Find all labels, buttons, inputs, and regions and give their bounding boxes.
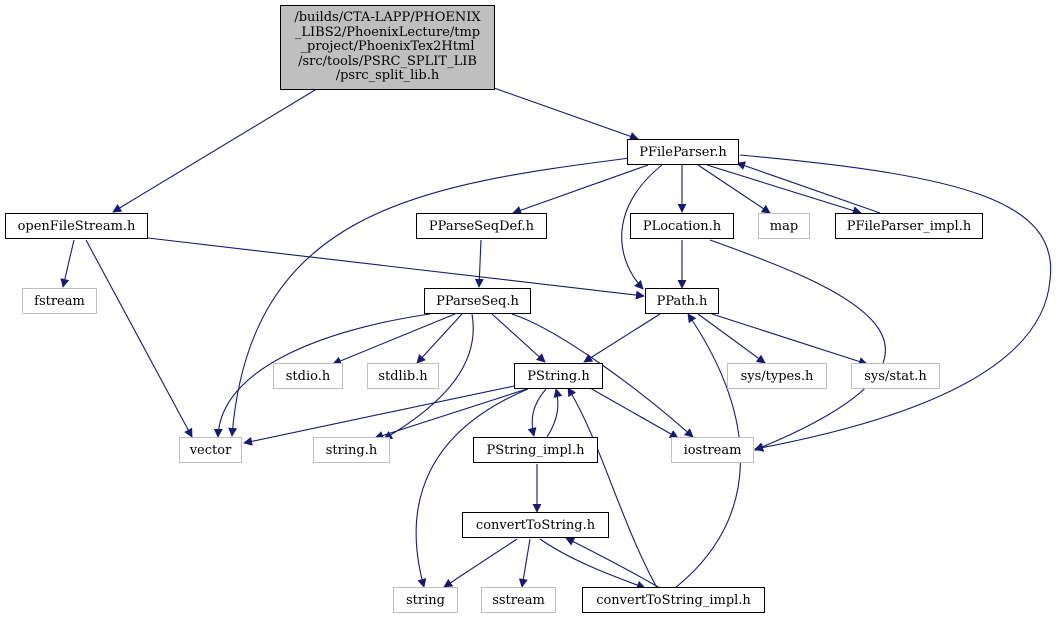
edge-pparseseq-to-pstring (491, 313, 546, 363)
edge-openfilestream-to-ppath (147, 237, 645, 300)
node-plocation[interactable]: PLocation.h (630, 213, 734, 239)
edge-pstring-to-iostream (589, 387, 679, 439)
edge-pstring-impl-to-pstring (546, 388, 563, 438)
edge-converttostring-to-converttostring-impl (539, 538, 646, 590)
edge-pfileparser-to-map (697, 164, 771, 214)
edge-converttostring-to-string (443, 538, 518, 588)
node-iostream: iostream (671, 437, 754, 463)
node-sstream: sstream (481, 587, 556, 613)
node-openfilestream[interactable]: openFileStream.h (5, 213, 148, 239)
edge-pparseseq-to-stdio (332, 313, 456, 366)
edge-pfileparser-to-vector (228, 157, 631, 437)
edge-pfileparser-to-pfileparser-impl (706, 164, 862, 215)
node-fstream: fstream (22, 288, 97, 314)
edge-root-to-pfileparser (493, 87, 639, 141)
edge-pparseseq-to-stdlib (416, 313, 463, 364)
edge-pfileparser-to-ppath (621, 164, 663, 290)
node-string-h: string.h (313, 437, 390, 463)
edge-pstring-to-vector (243, 385, 515, 446)
node-pstring[interactable]: PString.h (514, 363, 603, 389)
edge-pparseseq-to-stringh (383, 313, 474, 440)
edge-pparseseq-to-vector (213, 313, 431, 438)
edge-pfileparser-impl-to-pfileparser (736, 161, 881, 214)
node-sysstat: sys/stat.h (851, 363, 940, 389)
node-map: map (758, 213, 810, 239)
edge-pstring-to-string (415, 388, 529, 588)
edge-pstring-to-pstring-impl (527, 388, 547, 437)
node-stdio: stdio.h (273, 363, 343, 389)
edge-ppath-to-pstring (583, 313, 661, 363)
node-pfileparser-impl[interactable]: PFileParser_impl.h (835, 213, 983, 239)
edge-pstring-to-stringh (374, 387, 531, 440)
node-pstring-impl[interactable]: PString_impl.h (473, 437, 598, 463)
edge-openfilestream-to-fstream (60, 239, 75, 288)
node-converttostring[interactable]: convertToString.h (462, 512, 609, 538)
node-stdlib: stdlib.h (367, 363, 439, 389)
edge-converttostring-to-sstream (518, 538, 531, 588)
node-pparseseqdef[interactable]: PParseSeqDef.h (416, 213, 547, 239)
edge-plocation-to-iostream (709, 239, 886, 452)
edge-converttostring-impl-to-converttostring (565, 537, 661, 589)
node-pparseseq[interactable]: PParseSeq.h (424, 288, 531, 314)
node-string: string (393, 587, 458, 613)
edge-pparseseqdef-to-pparseseq (474, 239, 484, 288)
edge-converttostring-impl-to-ppath (674, 313, 742, 589)
node-vector: vector (179, 437, 242, 463)
node-converttostring-impl[interactable]: convertToString_impl.h (582, 587, 765, 613)
edge-ppath-to-systypes (697, 313, 766, 364)
edge-ppath-to-sysstat (711, 313, 868, 366)
edge-converttostring-impl-to-pstring (567, 387, 658, 589)
edge-pfileparser-to-pparseseqdef (512, 164, 649, 215)
node-ppath[interactable]: PPath.h (645, 288, 719, 314)
edge-openfilestream-to-vector (85, 239, 193, 438)
edge-root-to-openfilestream (112, 89, 316, 213)
edge-pfileparser-to-iostream (739, 154, 1052, 452)
node-psrc-split-lib: /builds/CTA-LAPP/PHOENIX _LIBS2/PhoenixL… (280, 5, 495, 90)
node-systypes: sys/types.h (727, 363, 827, 389)
node-pfileparser[interactable]: PFileParser.h (627, 139, 739, 165)
